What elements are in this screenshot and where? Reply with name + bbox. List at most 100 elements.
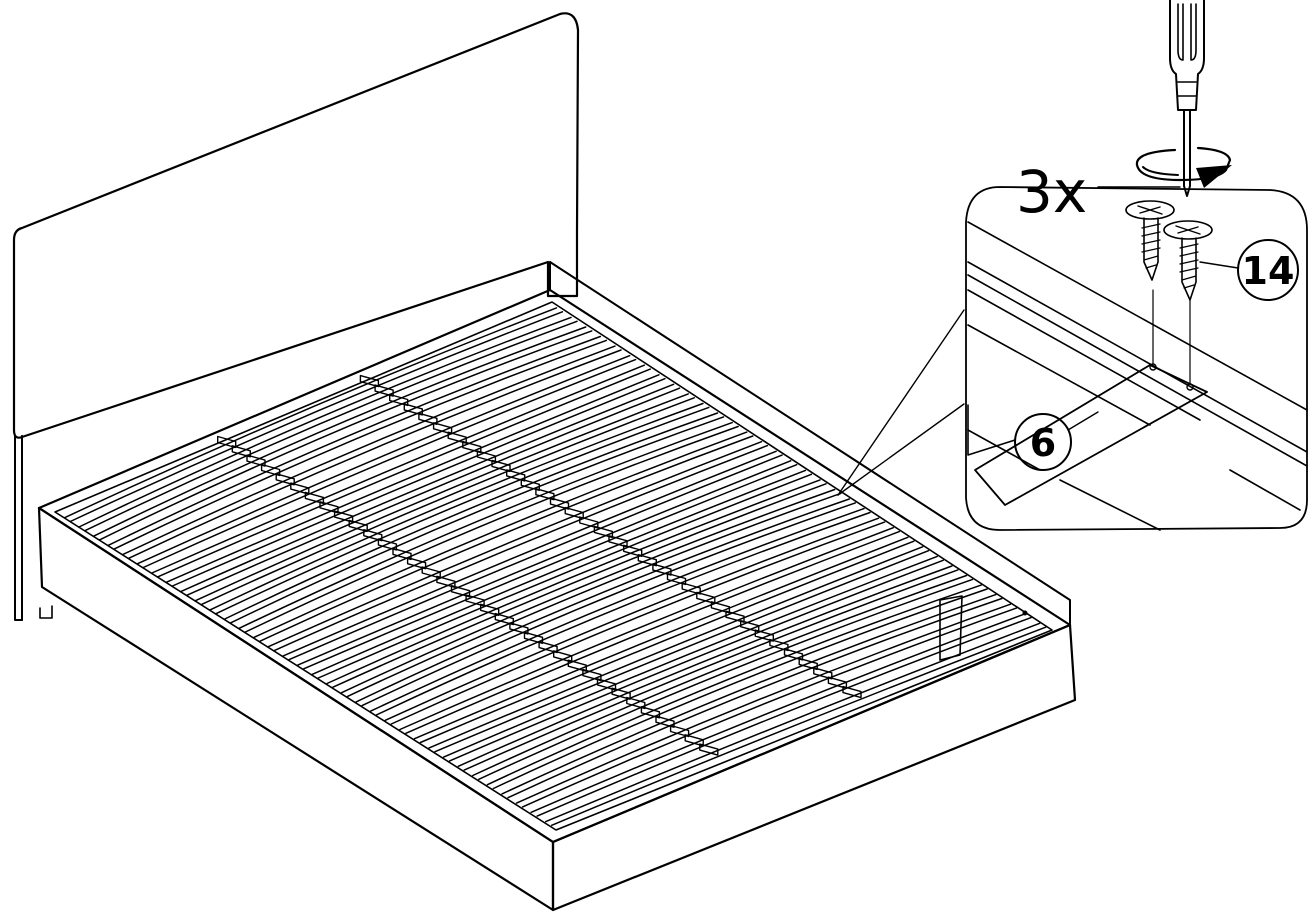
- slat: [142, 358, 637, 569]
- slat-bracket: [538, 640, 558, 654]
- slat-bracket: [655, 715, 675, 728]
- slat-bracket: [392, 547, 412, 561]
- slat: [355, 498, 851, 703]
- plate-part: [974, 364, 1208, 506]
- slat: [224, 412, 719, 620]
- slat-bracket: [553, 650, 573, 663]
- slat-bracket: [231, 445, 251, 458]
- slat-bracket: [363, 529, 383, 542]
- slat: [288, 454, 783, 661]
- slat: [390, 521, 886, 725]
- slat: [259, 435, 754, 642]
- callout-screw-label: 14: [1242, 249, 1295, 293]
- slat: [98, 330, 593, 541]
- slat: [530, 613, 1026, 814]
- slat: [84, 320, 578, 532]
- slat: [346, 492, 842, 698]
- slat-bracket: [348, 519, 368, 533]
- slat-bracket: [217, 435, 237, 449]
- center-support-group: [217, 374, 862, 756]
- slat: [399, 526, 895, 731]
- slat-bracket: [611, 687, 631, 700]
- slat: [428, 546, 924, 749]
- slat-bracket: [450, 585, 471, 598]
- slat: [515, 603, 1012, 804]
- slat: [442, 555, 938, 758]
- slat: [273, 444, 769, 652]
- slat-bracket: [669, 724, 690, 738]
- slat: [457, 565, 953, 768]
- slat: [244, 425, 739, 633]
- detail-inset: 14 6 3x: [837, 158, 1308, 531]
- slat: [472, 574, 968, 777]
- slat: [375, 511, 871, 716]
- slat: [215, 406, 710, 615]
- slat: [282, 450, 777, 657]
- slat-bracket: [626, 696, 646, 710]
- screwdriver-icon: [1169, 0, 1205, 197]
- slat: [297, 460, 792, 666]
- slat: [253, 431, 748, 639]
- slat: [63, 307, 558, 519]
- slat: [151, 364, 646, 574]
- slat: [317, 473, 813, 679]
- slat-bracket: [523, 631, 544, 644]
- callout-plate-label: 6: [1030, 421, 1056, 465]
- slat: [384, 517, 880, 722]
- slat-bracket: [842, 685, 862, 699]
- slat-bracket: [260, 463, 281, 477]
- slat: [550, 626, 1047, 827]
- slat: [209, 402, 704, 611]
- slat: [545, 622, 1041, 823]
- slat: [463, 569, 959, 771]
- slat: [507, 597, 1003, 799]
- slat-group: [63, 307, 1047, 827]
- slat: [361, 502, 857, 707]
- slat: [369, 507, 865, 712]
- screw-icon: [1125, 200, 1175, 281]
- slat: [311, 469, 807, 676]
- slat-bracket: [406, 557, 427, 570]
- slat-bracket: [421, 566, 441, 579]
- slat-bracket: [333, 510, 354, 523]
- slat: [113, 339, 608, 550]
- slat: [194, 393, 689, 602]
- slat: [107, 335, 602, 547]
- slat: [419, 540, 915, 744]
- bed-frame: [37, 261, 1077, 912]
- slat-bracket: [596, 678, 617, 691]
- slat: [157, 368, 652, 578]
- slat: [186, 387, 681, 596]
- slat: [413, 536, 909, 740]
- slat: [326, 479, 821, 685]
- slat: [478, 578, 974, 781]
- bed: [12, 12, 1077, 912]
- slat-bracket: [480, 603, 500, 616]
- slat: [238, 421, 733, 629]
- slat: [492, 588, 988, 790]
- slat-bracket: [290, 482, 310, 495]
- slat: [180, 383, 675, 593]
- slat: [230, 416, 725, 624]
- rotation-arrow-icon: [1135, 146, 1232, 188]
- slat: [200, 397, 695, 606]
- slat: [302, 463, 798, 670]
- slat-bracket: [319, 501, 339, 514]
- callout-plate-circle: [1014, 413, 1072, 471]
- slat: [434, 549, 930, 753]
- slat: [501, 593, 997, 795]
- headboard: [12, 12, 580, 621]
- slat: [171, 377, 666, 587]
- slat: [136, 354, 631, 565]
- slat: [78, 316, 572, 528]
- screw-icon: [1163, 220, 1213, 301]
- slat: [536, 616, 1032, 817]
- slat: [121, 345, 616, 556]
- slat-bracket: [275, 473, 295, 486]
- slat: [486, 584, 982, 786]
- slat-bracket: [684, 734, 704, 747]
- screw-hole-marker: [1022, 610, 1028, 616]
- slat: [92, 326, 587, 537]
- slat-bracket: [699, 743, 719, 756]
